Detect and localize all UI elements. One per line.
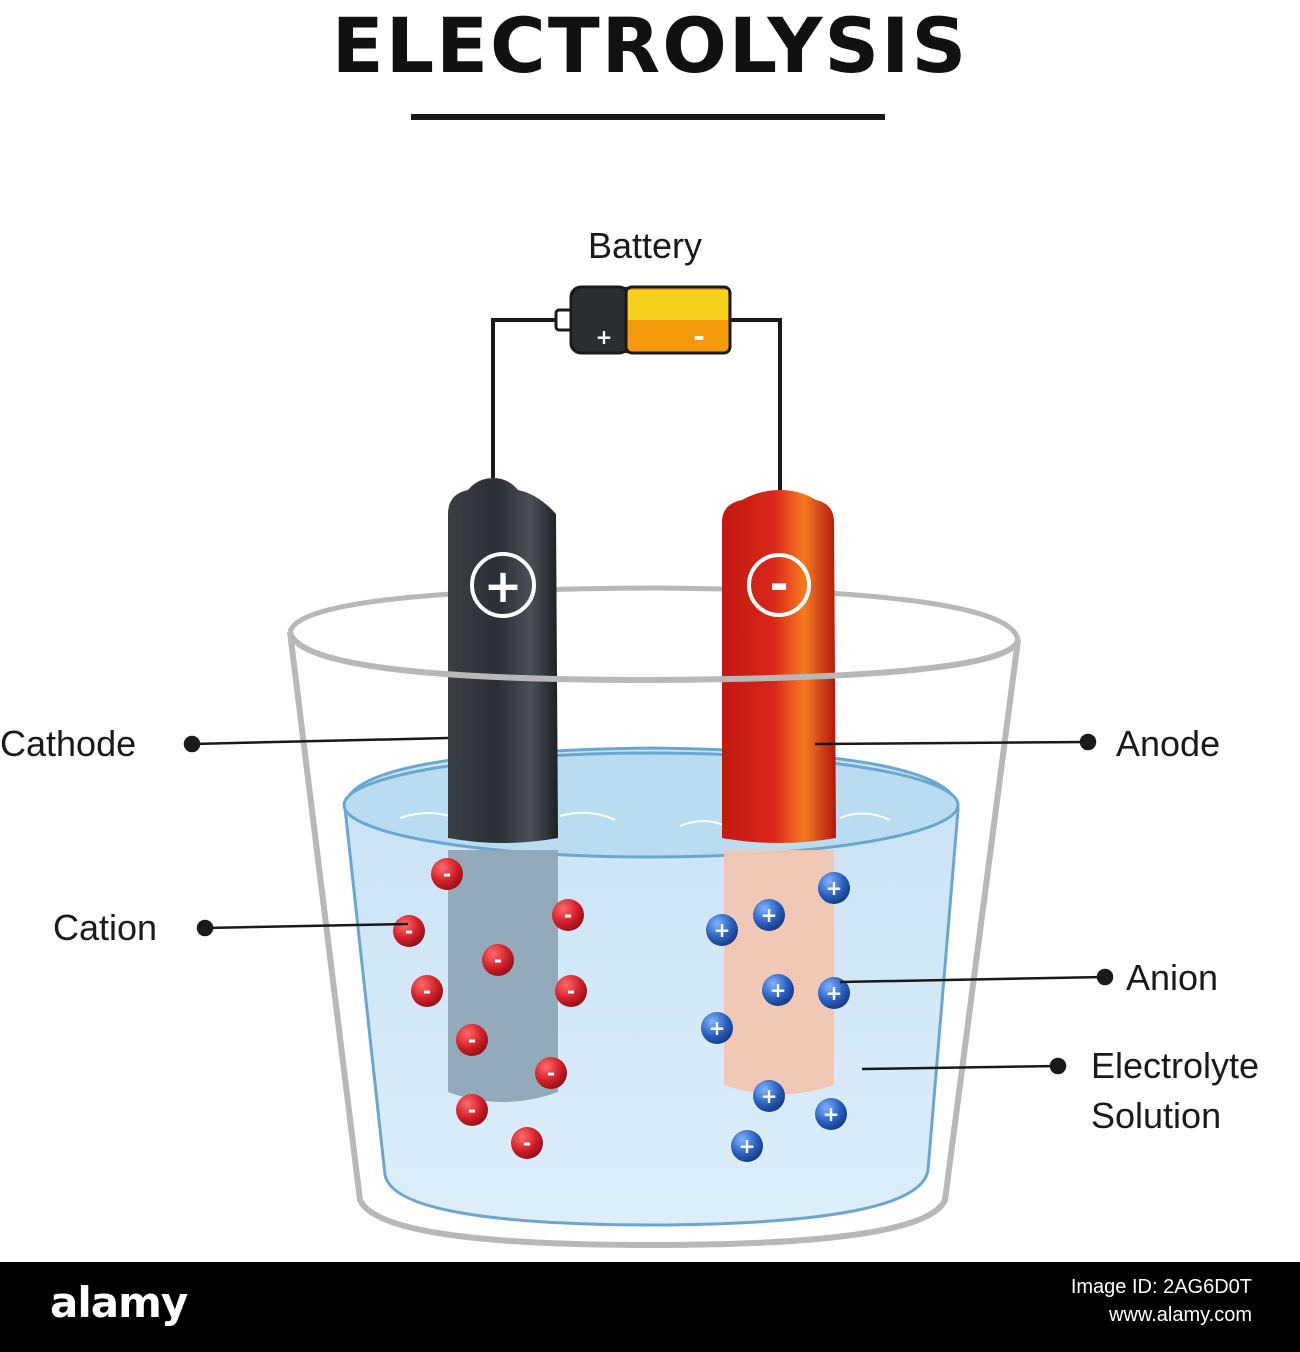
battery-negative-sign: -	[693, 320, 705, 353]
battery-icon: + -	[554, 285, 732, 355]
svg-text:+: +	[709, 1016, 726, 1040]
page-title: ELECTROLYSIS	[332, 1, 968, 90]
svg-text:-: -	[405, 919, 413, 943]
svg-text:+: +	[826, 876, 843, 900]
battery-positive-sign: +	[596, 325, 613, 349]
anion-ions: + + + + + + + + +	[701, 872, 850, 1162]
svg-text:-: -	[567, 979, 575, 1003]
cathode-plus-icon	[470, 552, 536, 618]
anion-ion: +	[731, 1130, 763, 1162]
anion-ion: +	[818, 977, 850, 1009]
image-id: Image ID: 2AG6D0T	[1070, 1276, 1252, 1298]
cation-ion: -	[393, 915, 425, 947]
svg-text:+: +	[826, 981, 843, 1005]
battery-label: Battery	[588, 225, 702, 266]
brand-logo: alamy	[50, 1278, 188, 1327]
anion-ion: +	[753, 1080, 785, 1112]
title-underline	[411, 114, 885, 120]
leader-lines	[183, 733, 1114, 1075]
anion-label: Anion	[1126, 957, 1218, 998]
cation-ion: -	[456, 1024, 488, 1056]
cathode-electrode: +	[448, 478, 558, 843]
svg-text:+: +	[770, 978, 787, 1002]
cation-ions: - - - - - - - - - -	[393, 858, 587, 1159]
svg-text:+: +	[761, 1084, 778, 1108]
svg-text:-: -	[423, 979, 431, 1003]
anion-ion: +	[762, 974, 794, 1006]
svg-text:-: -	[523, 1131, 531, 1155]
cation-ion: -	[535, 1057, 567, 1089]
cation-ion: -	[511, 1127, 543, 1159]
beaker	[287, 630, 1021, 1249]
cation-ion: -	[431, 858, 463, 890]
beaker-back-rim	[287, 585, 1021, 641]
svg-text:-: -	[547, 1061, 555, 1085]
anode-label: Anode	[1116, 723, 1220, 764]
footer-url: www.alamy.com	[1109, 1304, 1252, 1326]
surface-ripples	[399, 811, 891, 827]
cation-ion: -	[555, 975, 587, 1007]
solution-surface	[342, 751, 960, 859]
svg-text:-: -	[443, 862, 451, 886]
electrolyte-label-line2: Solution	[1091, 1095, 1221, 1136]
cation-ion: -	[456, 1094, 488, 1126]
svg-text:+: +	[823, 1102, 840, 1126]
anion-ion: +	[753, 899, 785, 931]
watermark-footer: alamy Image ID: 2AG6D0T www.alamy.com	[0, 1262, 1300, 1352]
svg-text:+: +	[714, 918, 731, 942]
anion-ion: +	[706, 914, 738, 946]
cation-label: Cation	[53, 907, 157, 948]
cation-ion: -	[411, 975, 443, 1007]
cation-ion: -	[482, 944, 514, 976]
anion-ion: +	[701, 1012, 733, 1044]
svg-text:-: -	[494, 948, 502, 972]
cathode-label: Cathode	[0, 723, 136, 764]
anode-sign: -	[769, 557, 788, 611]
svg-text:-: -	[468, 1028, 476, 1052]
anode-submerged	[724, 850, 834, 1095]
anion-ion: +	[815, 1098, 847, 1130]
anion-ion: +	[818, 872, 850, 904]
electrolyte-label-line1: Electrolyte	[1091, 1045, 1259, 1086]
anode-minus-icon	[747, 553, 811, 617]
anode-electrode: -	[722, 490, 836, 843]
cation-ion: -	[552, 899, 584, 931]
svg-text:-: -	[564, 903, 572, 927]
cathode-sign: +	[484, 559, 523, 613]
svg-text:+: +	[739, 1134, 756, 1158]
circuit-wires	[491, 318, 782, 492]
svg-text:+: +	[761, 903, 778, 927]
svg-text:-: -	[468, 1098, 476, 1122]
